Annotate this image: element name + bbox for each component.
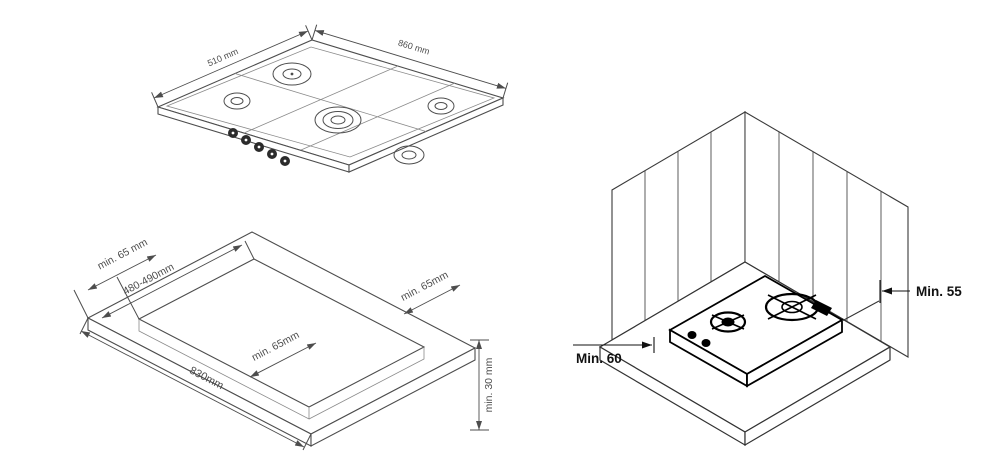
rear-clearance-dimension: Min. 60	[576, 351, 622, 366]
hob-depth-dimension: 510 mm	[206, 46, 240, 68]
burner-right-rear	[427, 97, 455, 115]
cutout-side-inset-dimension: min. 65 mm	[96, 236, 150, 272]
side-clearance-dimension: Min. 55	[916, 284, 962, 299]
burner-right-front	[393, 145, 425, 165]
clearance-dimension-lines	[573, 280, 910, 353]
gas-inlet	[811, 300, 832, 316]
wall-tiles	[644, 132, 882, 341]
burner-center-wok	[314, 106, 362, 134]
cutout-rear-inset-dimension: min. 65mm	[399, 269, 451, 304]
cutout-dimension-lines	[73, 240, 489, 451]
hob-dimension-lines	[151, 24, 509, 108]
hob-isometric-diagram: 510 mm 860 mm	[151, 24, 509, 173]
corner-installation-diagram: Min. 55 Min. 60	[573, 111, 962, 447]
hob-wall-leader-line	[841, 300, 880, 322]
worktop-cutout-diagram: min. 65 mm 480-490mm min. 65mm min. 65mm…	[73, 231, 495, 451]
hob-knobs	[687, 331, 711, 347]
hob-burner-left	[709, 311, 747, 333]
worktop-thickness-dimension: min. 30 mm	[483, 357, 495, 412]
hob-width-dimension: 860 mm	[397, 38, 431, 57]
hob-control-knobs	[228, 128, 290, 166]
two-burner-hob	[668, 274, 880, 388]
